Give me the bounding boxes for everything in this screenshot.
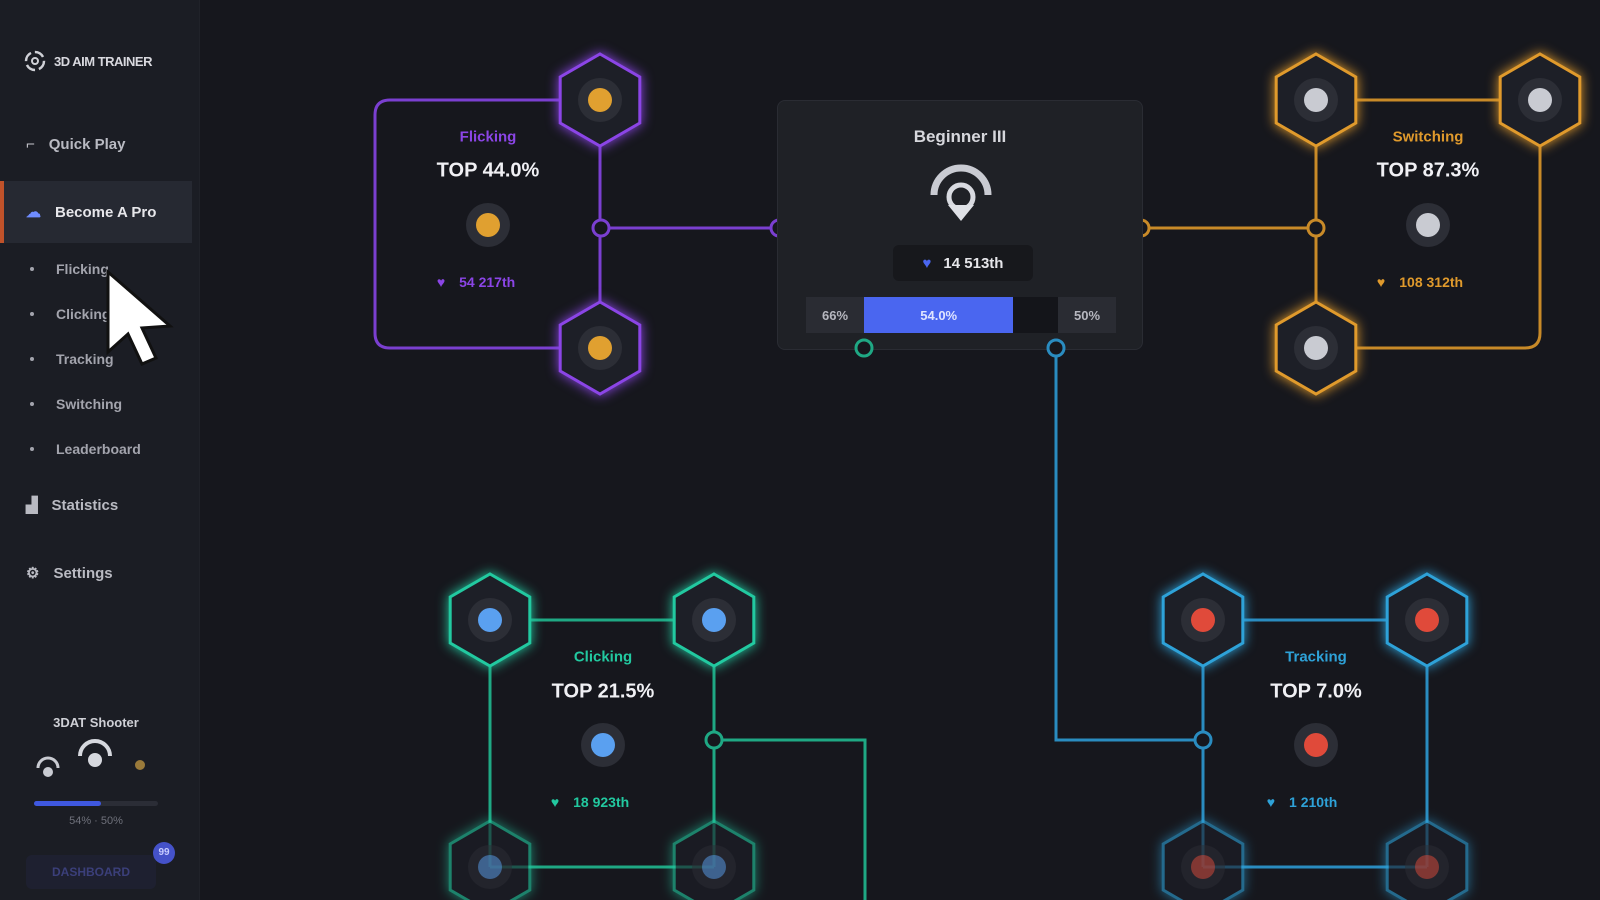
sub-label: Leaderboard xyxy=(56,441,141,457)
category-name: Switching xyxy=(1392,128,1464,146)
connector-node xyxy=(1306,218,1326,238)
nav-label: Quick Play xyxy=(48,135,126,153)
next-percent: 50% xyxy=(1058,297,1116,333)
sidebar: 3D AIM TRAINER ⌐ Quick Play ☁ Become A Pro… xyxy=(0,0,200,900)
skill-node-hexagon[interactable] xyxy=(672,572,756,668)
sub-label: Switching xyxy=(56,396,123,412)
rank-value: 14 513th xyxy=(943,254,1004,272)
trophy-icon: ♥ xyxy=(550,794,560,810)
skill-node-hexagon[interactable] xyxy=(1274,300,1358,396)
gun-icon: ⌐ xyxy=(26,135,35,153)
rank-progress: 66% 54.0% 50% xyxy=(806,297,1116,333)
nav-label: Statistics xyxy=(51,496,119,514)
skill-node-hexagon[interactable] xyxy=(558,52,642,148)
category-rank: ♥ 18 923th xyxy=(551,794,629,810)
rank-emblems-icon xyxy=(36,739,145,777)
sub-label: Tracking xyxy=(56,351,114,367)
bullet-icon xyxy=(30,357,34,361)
category-name: Tracking xyxy=(1285,648,1347,666)
mouse-cursor-icon xyxy=(106,268,174,366)
bullet-icon xyxy=(30,312,34,316)
profile-name: 3DAT Shooter xyxy=(53,715,139,730)
rank-value: 1 210th xyxy=(1289,794,1338,810)
sub-item-clicking[interactable]: Clicking xyxy=(30,306,110,322)
sub-item-tracking[interactable]: Tracking xyxy=(30,351,114,367)
category-rank: ♥ 54 217th xyxy=(437,274,515,290)
rank-position: ♥ 14 513th xyxy=(893,245,1033,281)
skill-node-hexagon[interactable] xyxy=(1161,819,1245,900)
skill-node-hexagon[interactable] xyxy=(1498,52,1582,148)
bullet-icon xyxy=(30,402,34,406)
bullet-icon xyxy=(30,447,34,451)
nav-statistics[interactable]: ▟ Statistics xyxy=(0,474,192,536)
sub-label: Flicking xyxy=(56,261,109,277)
skill-node-hexagon[interactable] xyxy=(1385,819,1469,900)
category-rank: ♥ 1 210th xyxy=(1267,794,1338,810)
rank-value: 54 217th xyxy=(459,274,516,290)
crosshair-logo-icon xyxy=(24,50,46,72)
category-top: TOP 21.5% xyxy=(551,680,655,703)
nav-label: Become A Pro xyxy=(55,203,157,221)
nav-become-a-pro[interactable]: ☁ Become A Pro xyxy=(0,181,192,243)
skill-node-hexagon[interactable] xyxy=(1274,52,1358,148)
sub-label: Clicking xyxy=(56,306,111,322)
trophy-icon: ♥ xyxy=(922,254,932,272)
category-top: TOP 87.3% xyxy=(1376,159,1480,182)
dashboard-button[interactable]: DASHBOARD xyxy=(26,855,156,889)
connector-node xyxy=(704,730,724,750)
app-logo[interactable]: 3D AIM TRAINER xyxy=(22,48,152,74)
profile-progress-text: 54% · 50% xyxy=(69,815,123,827)
rank-title: Beginner III xyxy=(913,127,1007,146)
skill-node-hexagon[interactable] xyxy=(672,819,756,900)
category-name: Clicking xyxy=(573,648,633,666)
gear-icon: ⚙ xyxy=(26,565,40,582)
notification-badge[interactable]: 99 xyxy=(153,842,175,864)
rank-value: 18 923th xyxy=(573,794,630,810)
category-rank: ♥ 108 312th xyxy=(1377,274,1463,290)
bar-chart-icon: ▟ xyxy=(26,497,38,514)
skill-node-hexagon[interactable] xyxy=(558,300,642,396)
profile-progress-bar xyxy=(34,801,158,806)
category-top: TOP 44.0% xyxy=(436,159,540,182)
category-name: Flicking xyxy=(459,128,517,146)
cap-icon: ☁ xyxy=(26,204,41,221)
connector-node xyxy=(1193,730,1213,750)
nav-label: Settings xyxy=(53,564,113,582)
nav-settings[interactable]: ⚙ Settings xyxy=(0,542,192,604)
skill-node-hexagon[interactable] xyxy=(1385,572,1469,668)
trophy-icon: ♥ xyxy=(1376,274,1386,290)
sub-item-switching[interactable]: Switching xyxy=(30,396,122,412)
rank-value: 108 312th xyxy=(1399,274,1464,290)
category-top: TOP 7.0% xyxy=(1270,680,1362,703)
sub-item-leaderboard[interactable]: Leaderboard xyxy=(30,441,141,457)
nav-quick-play[interactable]: ⌐ Quick Play xyxy=(0,113,192,175)
current-rank-card[interactable]: Beginner III ♥ 14 513th 66% 54.0% 50% xyxy=(777,100,1143,350)
rank-emblem-icon xyxy=(930,164,992,221)
prev-percent: 66% xyxy=(806,297,864,333)
skill-node-hexagon[interactable] xyxy=(448,572,532,668)
app-title: 3D AIM TRAINER xyxy=(54,53,152,69)
sub-item-flicking[interactable]: Flicking xyxy=(30,261,109,277)
skill-node-hexagon[interactable] xyxy=(1161,572,1245,668)
trophy-icon: ♥ xyxy=(1266,794,1276,810)
connector-node xyxy=(591,218,611,238)
progress-fill: 54.0% xyxy=(864,297,1014,333)
trophy-icon: ♥ xyxy=(436,274,446,290)
bullet-icon xyxy=(30,267,34,271)
skill-node-hexagon[interactable] xyxy=(448,819,532,900)
